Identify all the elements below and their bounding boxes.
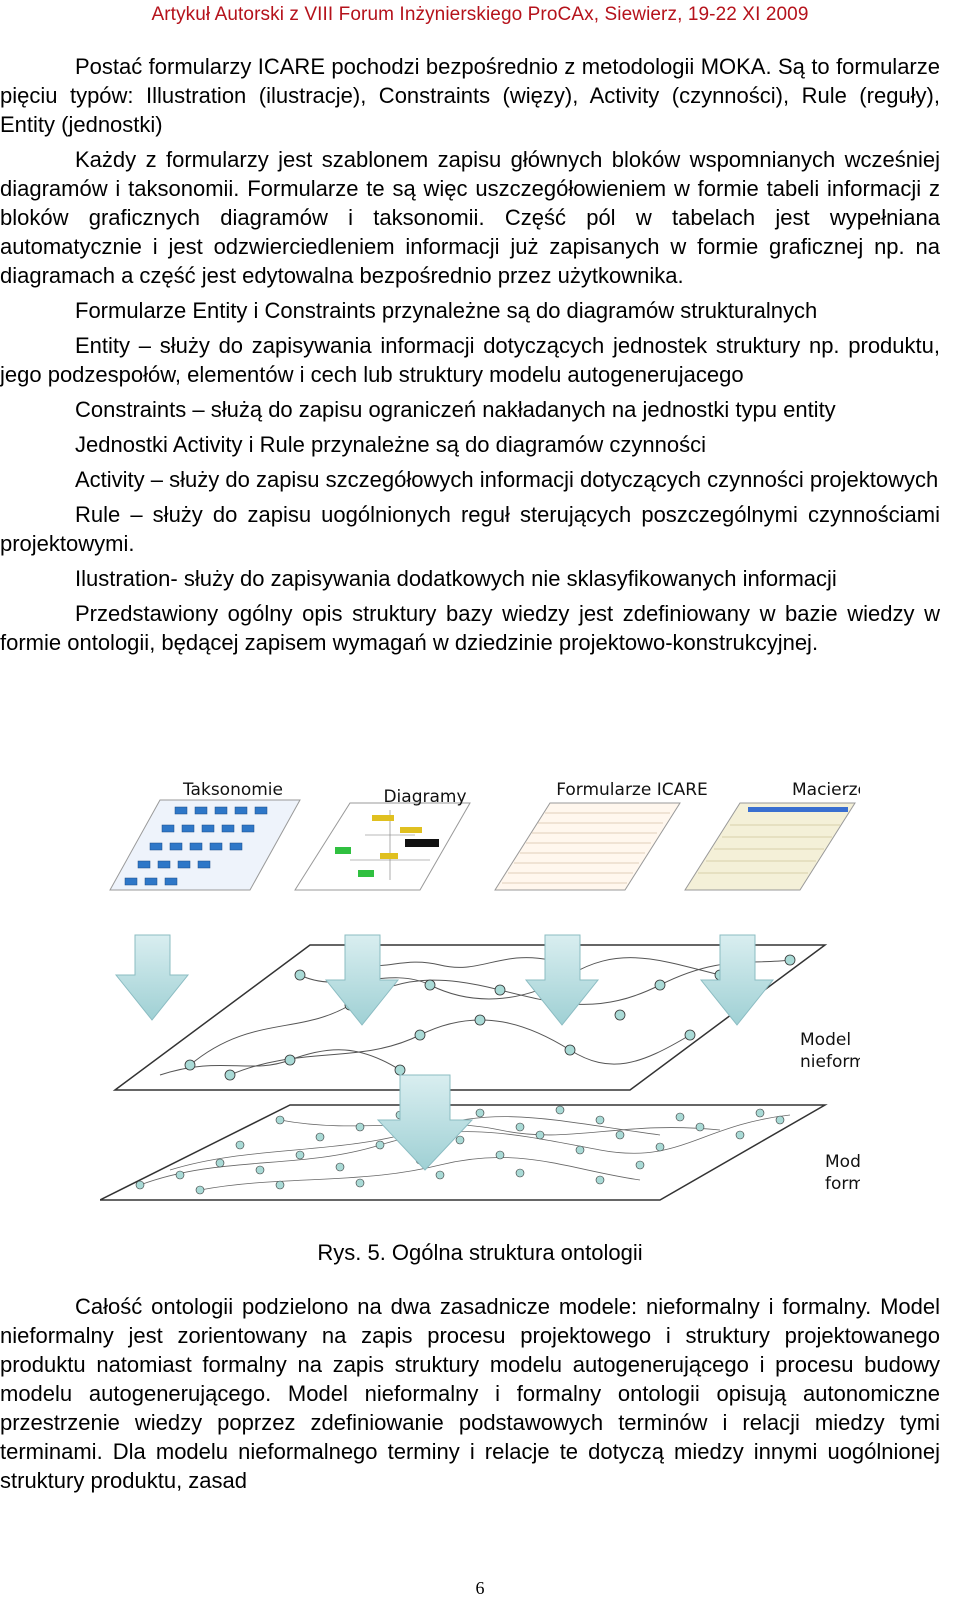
paragraph-entity: Entity – służy do zapisywania informacji… xyxy=(0,333,940,387)
down-arrows-upper xyxy=(114,934,775,1026)
forms-panel xyxy=(494,802,681,891)
paragraph-activity-rule: Jednostki Activity i Rule przynależne są… xyxy=(75,432,706,457)
diagram-panel xyxy=(294,802,471,891)
informal-model-label-line1: Model xyxy=(800,1030,851,1050)
body-text-bottom: Całość ontologii podzielono na dwa zasad… xyxy=(0,1292,940,1495)
matrices-label: Macierze xyxy=(792,780,860,800)
body-text-top: Postać formularzy ICARE pochodzi bezpośr… xyxy=(0,52,940,657)
paragraph-rule: Rule – służy do zapisu uogólnionych regu… xyxy=(0,502,940,556)
figure-caption: Rys. 5. Ogólna struktura ontologii xyxy=(317,1240,643,1265)
paragraph-entity-constraints: Formularze Entity i Constraints przynale… xyxy=(75,298,818,323)
taxonomies-label: Taksonomie xyxy=(182,780,283,800)
paragraph-form-templates: Każdy z formularzy jest szablonem zapisu… xyxy=(0,147,940,288)
paragraph-ontology-summary: Przedstawiony ogólny opis struktury bazy… xyxy=(0,601,940,655)
paragraph-constraints: Constraints – służą do zapisu ograniczeń… xyxy=(75,397,836,422)
diagrams-label: Diagramy xyxy=(383,787,466,807)
paragraph-icare-forms: Postać formularzy ICARE pochodzi bezpośr… xyxy=(0,54,940,137)
formal-model-plane xyxy=(100,1104,828,1201)
taxonomy-panel xyxy=(109,799,301,891)
informal-model-label-line2: nieformalny xyxy=(800,1052,860,1072)
ontology-structure-figure: Taksonomie Diagramy Formularze ICARE Mac… xyxy=(100,775,860,1220)
informal-model-plane xyxy=(112,944,828,1091)
paragraph-illustration: Ilustration- służy do zapisywania dodatk… xyxy=(75,566,837,591)
formal-model-label-line1: Model xyxy=(825,1152,860,1172)
icare-forms-label: Formularze ICARE xyxy=(556,780,708,800)
ontology-illustration: Taksonomie Diagramy Formularze ICARE Mac… xyxy=(100,780,860,1201)
down-arrow-center xyxy=(376,1074,474,1171)
running-header: Artykuł Autorski z VIII Forum Inżyniersk… xyxy=(151,4,809,25)
formal-model-label-line2: formalny xyxy=(825,1174,860,1194)
matrices-panel xyxy=(684,802,856,891)
paragraph-ontology-models: Całość ontologii podzielono na dwa zasad… xyxy=(0,1294,940,1493)
page-number: 6 xyxy=(475,1578,485,1598)
paragraph-activity: Activity – służy do zapisu szczegółowych… xyxy=(75,467,939,492)
